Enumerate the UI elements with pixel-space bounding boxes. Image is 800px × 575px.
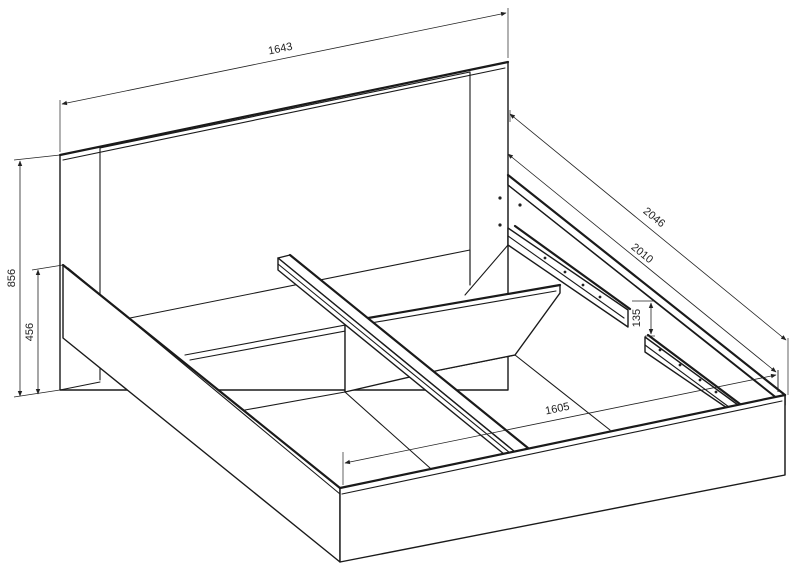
dimension-rail-height: 456: [24, 264, 64, 395]
dimension-slat-support-height: 135: [631, 300, 655, 337]
dimension-label-456: 456: [24, 323, 36, 341]
dimension-label-2046: 2046: [641, 205, 668, 230]
right-side-inner-panel: [464, 173, 787, 406]
dimension-label-856: 856: [6, 269, 18, 287]
dimension-label-1605: 1605: [544, 401, 570, 418]
dimension-headboard-width: 1643: [59, 8, 509, 152]
dimension-inner-width: 1605: [342, 370, 779, 485]
dimension-label-2010: 2010: [629, 241, 656, 266]
footboard: [338, 393, 787, 563]
dimension-label-135: 135: [631, 309, 643, 327]
dimension-total-height: 856: [6, 154, 61, 398]
dimension-label-1643: 1643: [267, 41, 293, 58]
